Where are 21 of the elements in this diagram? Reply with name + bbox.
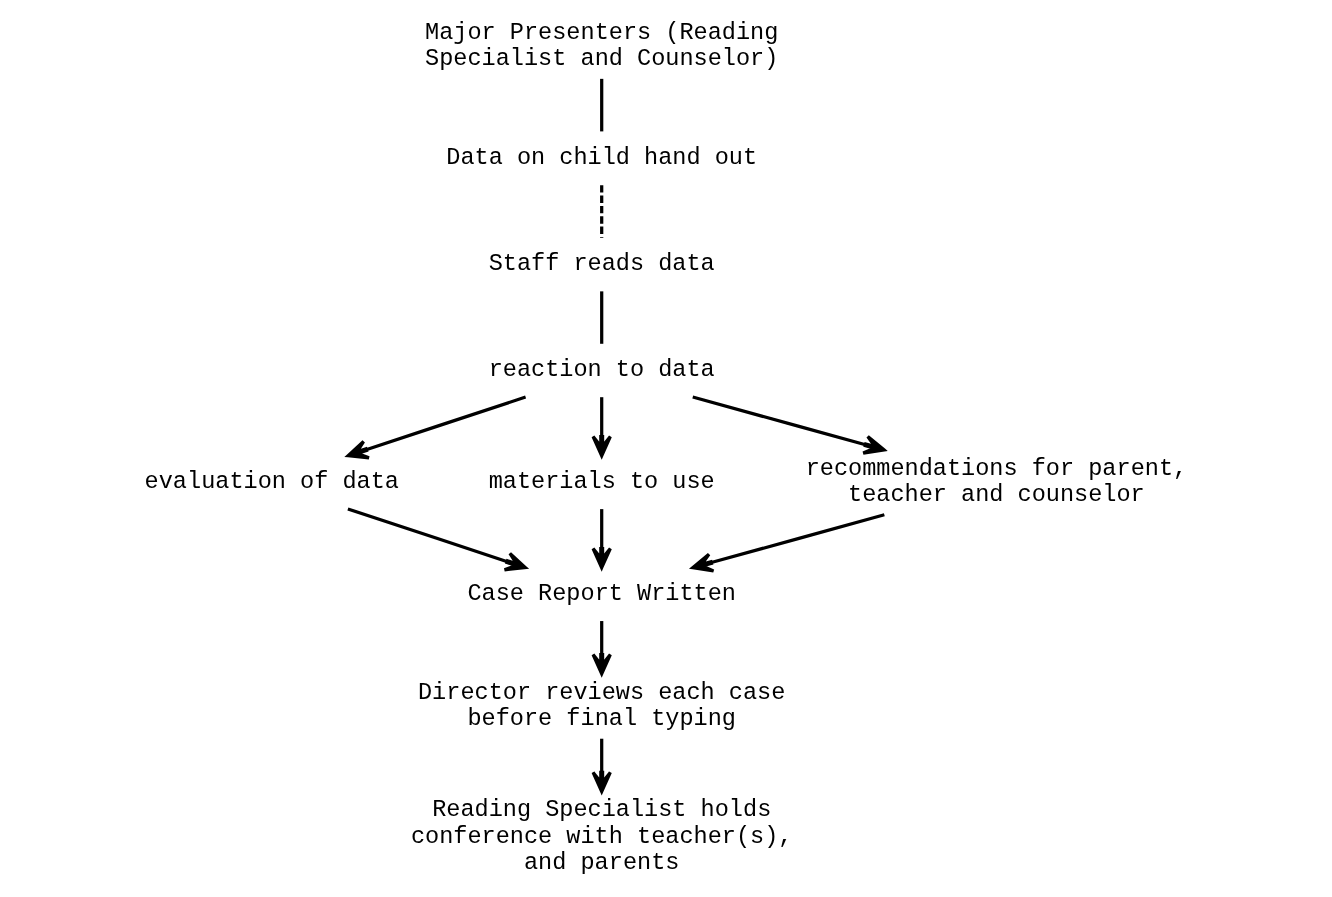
connector: [599, 291, 603, 344]
node-text: Case Report Written: [466, 579, 736, 607]
node-text: Director reviews each case before final typing: [417, 678, 785, 733]
node-text: recommendations for parent, teacher and counselor: [805, 454, 1187, 509]
node-text: Staff reads data: [488, 250, 715, 277]
connector: [599, 78, 603, 132]
node-text: Data on child hand out: [445, 143, 757, 171]
node-text: evaluation of data: [144, 467, 399, 495]
arrow: [590, 397, 612, 458]
arrow: [691, 395, 886, 455]
arrow: [590, 509, 612, 570]
connector: [599, 185, 603, 238]
node-text: materials to use: [488, 467, 715, 495]
node-text: Major Presenters (Reading Specialist and Counselor): [424, 18, 778, 73]
arrow: [590, 621, 612, 676]
arrow: [690, 513, 885, 573]
arrow: [346, 507, 527, 572]
arrow: [345, 395, 526, 460]
node-text: Reading Specialist holds conference with teacher(s), and parents: [410, 796, 792, 877]
arrow: [590, 738, 612, 794]
node-text: reaction to data: [488, 356, 715, 384]
